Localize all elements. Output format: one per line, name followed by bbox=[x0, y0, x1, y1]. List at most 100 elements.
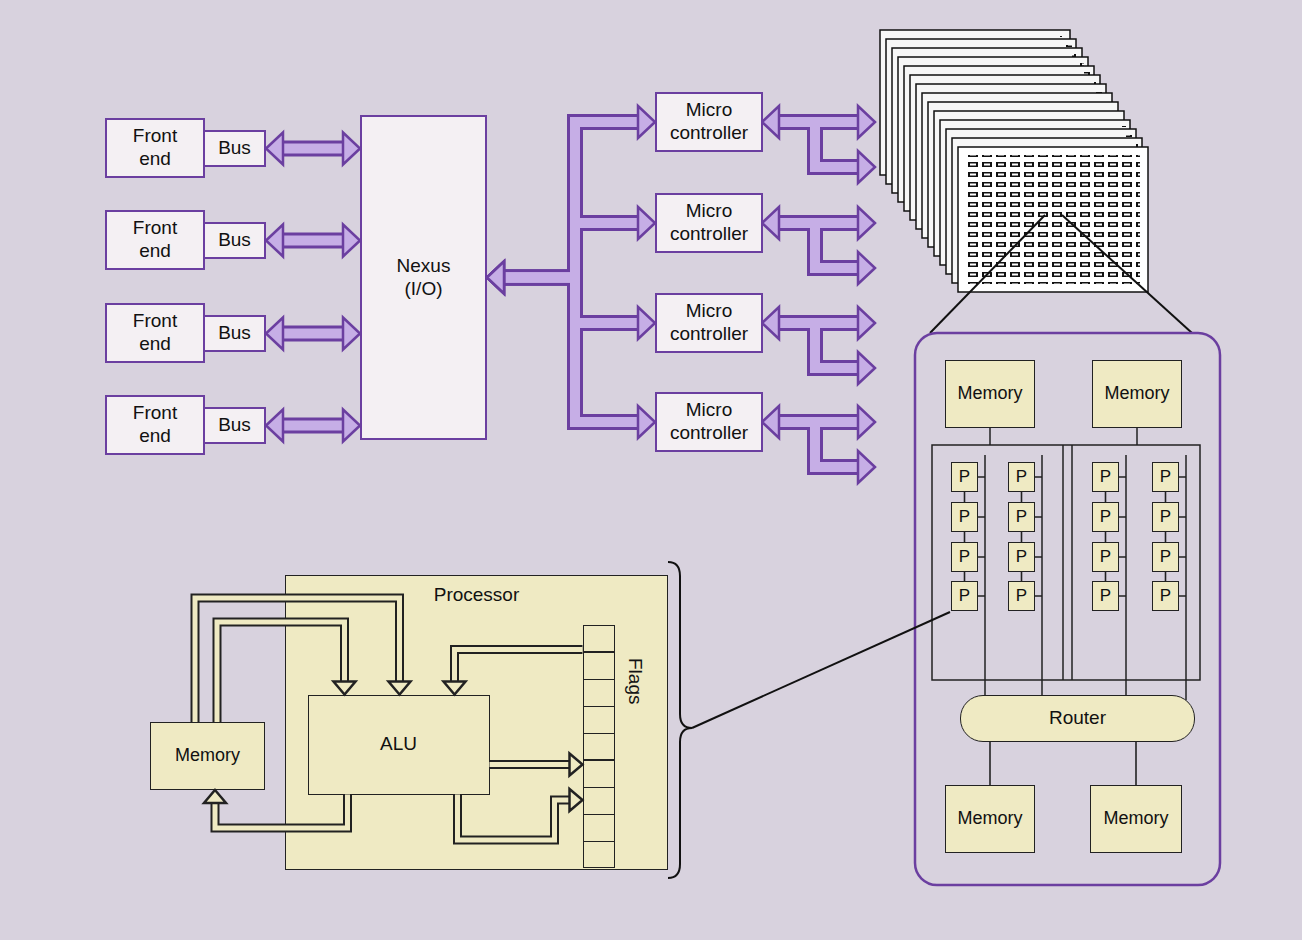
box-label: Nexus (I/O) bbox=[389, 255, 459, 301]
board-arrow bbox=[815, 422, 861, 467]
bus-arrow bbox=[501, 278, 641, 324]
bus-arrow bbox=[487, 262, 504, 294]
alu-box: ALU bbox=[308, 695, 490, 795]
board-arrow bbox=[762, 207, 779, 239]
controller-arrows bbox=[762, 106, 875, 483]
processor-cell: P bbox=[1152, 502, 1179, 532]
data-path-arrow bbox=[458, 795, 573, 841]
column-bus bbox=[1185, 455, 1187, 680]
box-label: Bus bbox=[218, 322, 251, 345]
zoom-panel bbox=[915, 333, 1220, 885]
connector-outlines bbox=[776, 122, 861, 467]
box-label: Bus bbox=[218, 414, 251, 437]
box-label: P bbox=[959, 586, 970, 606]
bus-arrow bbox=[501, 122, 641, 278]
box-label: P bbox=[1016, 507, 1027, 527]
bus-box: Bus bbox=[203, 315, 266, 352]
box-label: Micro controller bbox=[663, 200, 755, 246]
bus-arrow bbox=[501, 278, 641, 423]
connector-fills bbox=[195, 122, 641, 840]
data-path-arrow bbox=[195, 598, 400, 722]
data-path-arrow bbox=[389, 682, 411, 695]
board-stack bbox=[880, 30, 1148, 292]
board-arrow bbox=[762, 307, 779, 339]
memory-box: Memory bbox=[945, 785, 1035, 853]
data-path-arrow bbox=[217, 622, 345, 722]
bus-arrow bbox=[280, 326, 346, 342]
front-end-box: Front end bbox=[105, 118, 205, 178]
processor-cell: P bbox=[1152, 462, 1179, 492]
processor-cell: P bbox=[1008, 462, 1035, 492]
bus-arrow bbox=[266, 410, 283, 442]
zoom-line bbox=[1062, 215, 1192, 333]
box-label: P bbox=[959, 547, 970, 567]
bus-arrow bbox=[501, 278, 641, 423]
bus-arrow bbox=[501, 122, 641, 278]
bus-arrow bbox=[487, 262, 504, 294]
board-arrow bbox=[858, 352, 875, 384]
memory-box: Memory bbox=[1090, 785, 1182, 853]
box-label: Micro controller bbox=[663, 399, 755, 445]
flags-register: Flags bbox=[583, 625, 615, 868]
board-arrow bbox=[815, 323, 861, 368]
box-label: P bbox=[1100, 586, 1111, 606]
box-label: P bbox=[1160, 547, 1171, 567]
data-path-arrow bbox=[215, 795, 348, 829]
wire bbox=[964, 492, 966, 502]
box-label: Bus bbox=[218, 137, 251, 160]
bus-arrow bbox=[266, 225, 283, 257]
bus-arrow bbox=[280, 418, 346, 434]
processor-cell: P bbox=[1092, 542, 1119, 572]
bus-arrow bbox=[638, 406, 655, 438]
flags-label: Flags bbox=[623, 658, 646, 704]
processor-stub bbox=[1119, 556, 1126, 558]
data-path-arrow bbox=[204, 790, 226, 803]
box-label: P bbox=[959, 507, 970, 527]
connector-heads bbox=[204, 106, 655, 811]
memory-box: Memory bbox=[150, 722, 265, 790]
bus-arrow bbox=[343, 225, 360, 257]
box-label: Memory bbox=[175, 745, 240, 767]
processor-cell: P bbox=[1152, 542, 1179, 572]
array-divider bbox=[1071, 445, 1073, 680]
data-path-arrow bbox=[217, 622, 345, 722]
box-label: P bbox=[1016, 547, 1027, 567]
box-label: Memory bbox=[957, 383, 1022, 405]
router-wire bbox=[984, 680, 986, 696]
box-label: P bbox=[1100, 507, 1111, 527]
connector-fills bbox=[776, 122, 861, 467]
box-label: Memory bbox=[1103, 808, 1168, 830]
box-label: P bbox=[1100, 547, 1111, 567]
bus-box: Bus bbox=[203, 222, 266, 259]
board-arrow bbox=[815, 122, 861, 167]
wire bbox=[964, 572, 966, 581]
processor-stub bbox=[978, 595, 985, 597]
box-label: P bbox=[1160, 586, 1171, 606]
processor-cell: P bbox=[1092, 462, 1119, 492]
bus-arrow bbox=[280, 329, 346, 339]
zoom-leader-line bbox=[692, 612, 950, 728]
microcontroller-box: Micro controller bbox=[655, 392, 763, 452]
column-bus bbox=[984, 455, 986, 680]
bus-arrow bbox=[343, 133, 360, 165]
wire bbox=[989, 742, 991, 785]
wire bbox=[1021, 572, 1023, 581]
wire bbox=[1105, 532, 1107, 542]
bus-arrow bbox=[280, 421, 346, 431]
column-bus bbox=[1041, 455, 1043, 680]
chip-array bbox=[966, 155, 1140, 284]
processor-cell: P bbox=[1092, 581, 1119, 611]
board-arrow bbox=[815, 223, 861, 268]
processor-cell: P bbox=[951, 462, 978, 492]
processor-box: ALUFlagsProcessor bbox=[285, 575, 668, 870]
processor-array-wiring bbox=[932, 428, 1200, 700]
processor-stub bbox=[1035, 476, 1042, 478]
bus-arrow bbox=[501, 223, 641, 278]
array-divider bbox=[1062, 445, 1064, 680]
board-arrow bbox=[762, 406, 779, 438]
data-path-arrow bbox=[195, 598, 400, 722]
wire bbox=[1165, 572, 1167, 581]
data-path-arrow bbox=[570, 754, 583, 776]
router-wire bbox=[1125, 680, 1127, 696]
front-end-box: Front end bbox=[105, 303, 205, 363]
